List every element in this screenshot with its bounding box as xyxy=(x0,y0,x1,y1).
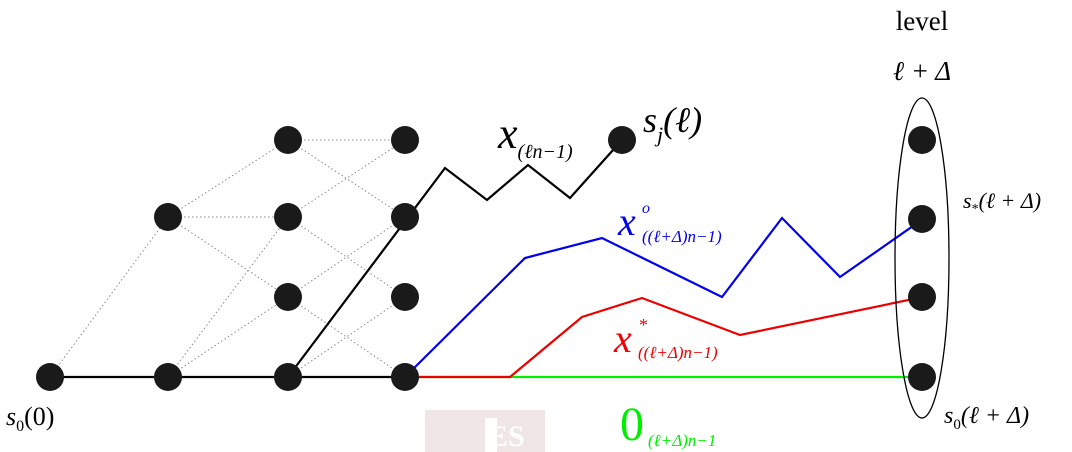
svg-text:0: 0 xyxy=(620,398,644,451)
label-sj: sj(ℓ) xyxy=(643,100,702,147)
node xyxy=(154,363,182,391)
node xyxy=(36,363,64,391)
svg-text:x: x xyxy=(613,316,632,361)
level-caption-line1: level xyxy=(896,6,948,36)
label-s0-start: s0(0) xyxy=(6,402,54,435)
node xyxy=(608,126,636,154)
node xyxy=(391,126,419,154)
label-x-red: x * ((ℓ+Δ)n−1) xyxy=(613,315,718,362)
svg-text:(ℓ+Δ)n−1: (ℓ+Δ)n−1 xyxy=(648,431,716,450)
watermark-text: ES xyxy=(488,420,525,452)
svg-text:x: x xyxy=(617,199,636,244)
node xyxy=(908,283,936,311)
svg-text:((ℓ+Δ)n−1): ((ℓ+Δ)n−1) xyxy=(638,343,718,362)
label-s0-end: s0(ℓ + Δ) xyxy=(944,403,1029,433)
trellis-nodes xyxy=(36,126,936,391)
level-ellipse xyxy=(894,97,950,419)
label-s-star-end: s*(ℓ + Δ) xyxy=(963,188,1041,217)
black-path xyxy=(50,139,623,379)
red-path xyxy=(405,295,924,379)
svg-text:((ℓ+Δ)n−1): ((ℓ+Δ)n−1) xyxy=(642,227,722,246)
node xyxy=(274,203,302,231)
node xyxy=(391,203,419,231)
label-zero-green: 0 (ℓ+Δ)n−1 xyxy=(620,398,716,451)
svg-text:o: o xyxy=(642,200,650,217)
node xyxy=(274,283,302,311)
node xyxy=(391,363,419,391)
node xyxy=(274,363,302,391)
watermark-logo: ES xyxy=(425,410,545,452)
label-x-black: x(ℓn−1) xyxy=(497,109,573,163)
level-caption-line2: ℓ + Δ xyxy=(893,56,951,86)
node xyxy=(274,126,302,154)
svg-text:*: * xyxy=(639,315,648,335)
node xyxy=(908,205,936,233)
node xyxy=(908,363,936,391)
node xyxy=(154,203,182,231)
trellis-lattice xyxy=(49,139,406,378)
node xyxy=(391,283,419,311)
node xyxy=(908,126,936,154)
label-x-blue: x o ((ℓ+Δ)n−1) xyxy=(617,199,722,246)
blue-path xyxy=(404,216,924,378)
